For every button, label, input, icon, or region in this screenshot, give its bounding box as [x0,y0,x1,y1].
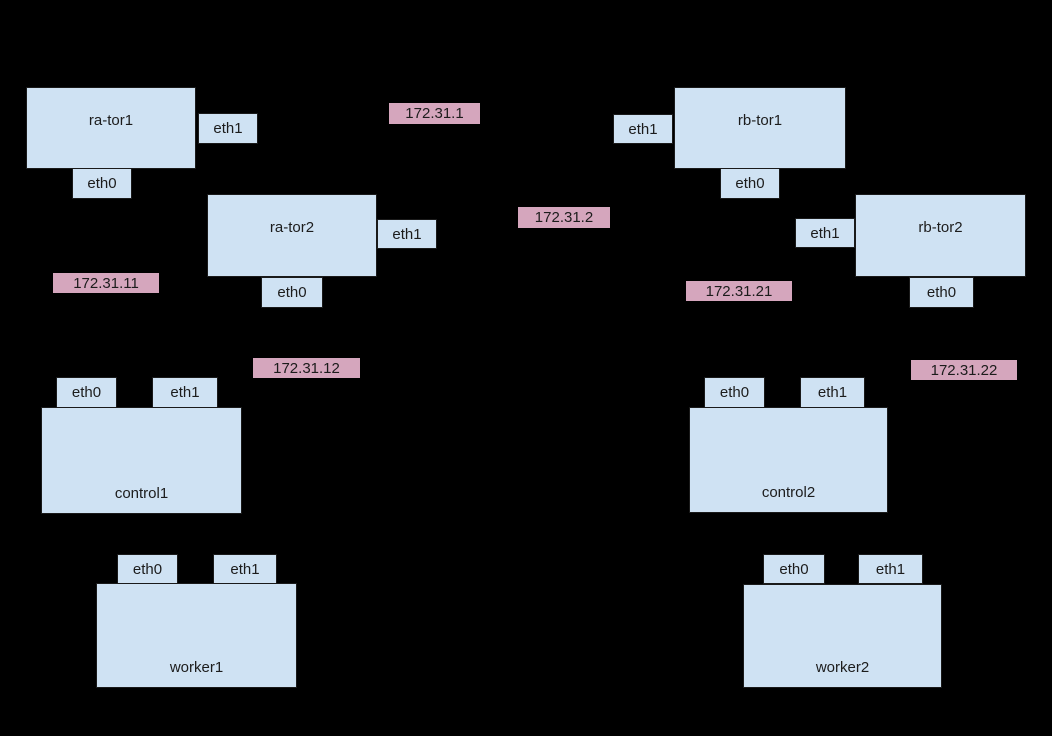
control1-eth0-port: eth0 [56,377,117,408]
worker2-eth1-port: eth1 [858,554,923,584]
node-label: control1 [114,485,169,502]
ip-label-ra-net2: 172.31.12 [253,358,360,378]
node-label: worker2 [815,659,870,676]
node-label: rb-tor1 [737,112,783,129]
node-worker1: worker1 [96,583,297,688]
node-control2: control2 [689,407,888,513]
ip-label-rb-net1: 172.31.21 [686,281,792,301]
node-label: worker1 [169,659,224,676]
node-rb-tor1: rb-tor1 [674,87,846,169]
ip-label-ra-net1: 172.31.11 [53,273,159,293]
node-rb-tor2: rb-tor2 [855,194,1026,277]
node-ra-tor2: ra-tor2 [207,194,377,277]
rb-tor2-eth1-port: eth1 [795,218,855,248]
node-ra-tor1: ra-tor1 [26,87,196,169]
ra-tor2-eth1-port: eth1 [377,219,437,249]
worker1-eth0-port: eth0 [117,554,178,584]
ra-tor2-eth0-port: eth0 [261,277,323,308]
rb-tor1-eth0-port: eth0 [720,168,780,199]
node-worker2: worker2 [743,584,942,688]
rb-tor1-eth1-port: eth1 [613,114,673,144]
worker2-eth0-port: eth0 [763,554,825,584]
node-label: ra-tor1 [88,112,134,129]
ip-label-tor1-link: 172.31.1 [389,103,480,124]
control2-eth1-port: eth1 [800,377,865,408]
node-control1: control1 [41,407,242,514]
ip-label-rb-net2: 172.31.22 [911,360,1017,380]
worker1-eth1-port: eth1 [213,554,277,584]
ra-tor1-eth0-port: eth0 [72,168,132,199]
node-label: ra-tor2 [269,219,315,236]
node-label: control2 [761,484,816,501]
rb-tor2-eth0-port: eth0 [909,277,974,308]
control1-eth1-port: eth1 [152,377,218,408]
ip-label-tor2-link: 172.31.2 [518,207,610,228]
node-label: rb-tor2 [918,219,963,236]
control2-eth0-port: eth0 [704,377,765,408]
ra-tor1-eth1-port: eth1 [198,113,258,144]
